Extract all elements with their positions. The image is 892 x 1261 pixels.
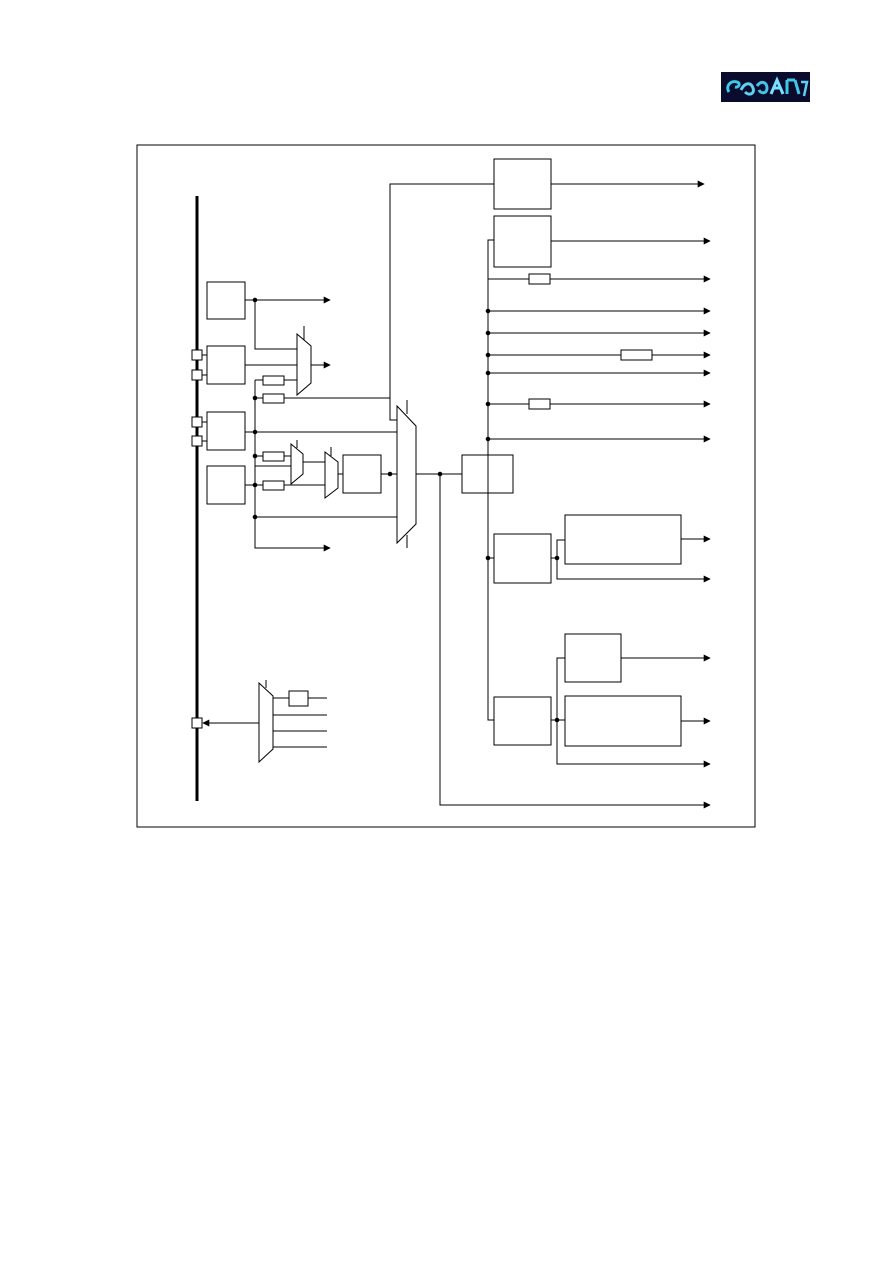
diagram-frame bbox=[136, 144, 756, 828]
small-box bbox=[288, 690, 309, 707]
top-right-block-2 bbox=[493, 215, 552, 268]
left-block-1 bbox=[206, 281, 246, 320]
bus-pin bbox=[191, 416, 203, 428]
output-mux bbox=[258, 681, 274, 764]
bus-pin bbox=[191, 349, 203, 361]
bus-pin bbox=[191, 717, 203, 729]
lower-block-2 bbox=[493, 696, 552, 746]
wide-block-2 bbox=[564, 695, 682, 747]
left-block-2 bbox=[206, 345, 246, 385]
resistor bbox=[262, 451, 285, 462]
wide-block-1 bbox=[564, 514, 682, 565]
resistor bbox=[262, 393, 285, 404]
lower-block-1 bbox=[493, 533, 552, 584]
resistor bbox=[262, 375, 285, 386]
left-block-4 bbox=[206, 465, 246, 505]
big-mux bbox=[396, 404, 417, 545]
company-logo bbox=[721, 72, 810, 102]
mux-2 bbox=[290, 442, 304, 486]
middle-block bbox=[342, 454, 382, 494]
mux-1 bbox=[296, 332, 312, 397]
resistor bbox=[528, 273, 551, 285]
resistor bbox=[528, 398, 551, 410]
resistor bbox=[262, 480, 285, 491]
bus-pin bbox=[191, 369, 203, 381]
mux-3 bbox=[324, 450, 339, 500]
resistor bbox=[620, 349, 653, 361]
left-block-3 bbox=[206, 411, 246, 451]
bus-pin bbox=[191, 435, 203, 447]
top-right-block-1 bbox=[493, 158, 552, 210]
small-right-block bbox=[564, 633, 622, 683]
